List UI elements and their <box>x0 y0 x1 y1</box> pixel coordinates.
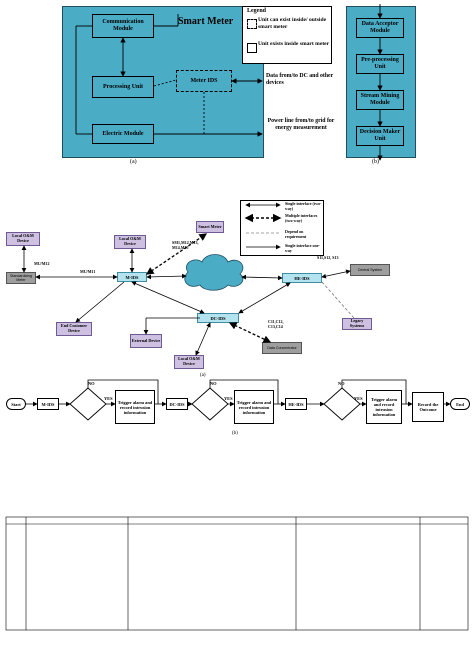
smart-meter-node: Smart Meter <box>196 221 224 233</box>
wan-cloud-shape <box>184 254 244 291</box>
solid-unit-swatch <box>247 43 257 53</box>
decision-diamond-3 <box>323 387 361 421</box>
sl-interfaces-label: S11,S12, S13 <box>317 255 339 260</box>
no-label-1: NO <box>88 381 95 386</box>
yes-label-3: YES <box>354 396 363 401</box>
mum12-label: MU/M12 <box>34 261 50 266</box>
caption-network: (a) <box>200 373 206 378</box>
trigger-alarm-2: Trigger alarm and record intrusion infor… <box>234 390 274 424</box>
legend-single-one: Single interface one-way <box>285 243 320 253</box>
caption-flowchart: (b) <box>232 431 238 436</box>
power-line-label: Power line from/to grid for energy measu… <box>267 118 335 131</box>
no-label-2: NO <box>210 381 217 386</box>
electric-module-box: Electric Module <box>92 124 154 144</box>
start-node: Start <box>6 398 26 410</box>
dashed-unit-swatch <box>247 19 257 29</box>
legend-dashed-label: Unit can exist inside/ outside smart met… <box>258 17 327 30</box>
local-om-device-bottom: Local O&M Device <box>174 355 204 369</box>
legend-single: Single interface (two-way) <box>285 201 322 211</box>
local-om-device-top: Local O&M Device <box>114 235 146 249</box>
legacy-systems-node: Legacy Systems <box>342 318 372 330</box>
caption-fig-b: (b) <box>372 159 379 165</box>
trigger-alarm-3: Trigger alarm and record intrusion infor… <box>366 390 402 424</box>
legend-depend: Depend on requirement <box>285 229 307 239</box>
legend-multiple: Multiple interfaces (two-way) <box>285 213 318 223</box>
yes-label-1: YES <box>104 396 113 401</box>
flow-m-ids: M-IDS <box>37 398 59 410</box>
record-outcome-node: Record the Outcome <box>412 392 444 422</box>
flow-dc-ids: DC-IDS <box>166 398 188 410</box>
end-customer-device-node: End Customer Device <box>56 322 92 336</box>
legend-title: Legend <box>247 8 267 14</box>
caption-fig-a: (a) <box>130 159 137 165</box>
c-interfaces-label: C11,C12, C13,C14 <box>268 319 284 329</box>
legend-solid-label: Unit exists inside smart meter <box>258 41 330 47</box>
data-fromto-label: Data from/to DC and other devices <box>266 73 334 86</box>
legend-box: Legend Unit can exist inside/ outside sm… <box>242 6 332 64</box>
decision-diamond-2 <box>191 387 229 421</box>
data-concentrator-node: Data Concentrator <box>262 342 302 354</box>
mum11-label: MU/M11 <box>80 269 96 274</box>
decision-diamond-1 <box>69 387 107 421</box>
empty-table-frame <box>5 516 469 631</box>
smart-meter-title: Smart Meter <box>178 16 234 27</box>
no-label-3: NO <box>338 381 345 386</box>
yes-label-2: YES <box>224 396 233 401</box>
meter-ids-box: Meter IDS <box>176 70 232 92</box>
trigger-alarm-1: Trigger alarm and record intrusion infor… <box>115 390 155 424</box>
